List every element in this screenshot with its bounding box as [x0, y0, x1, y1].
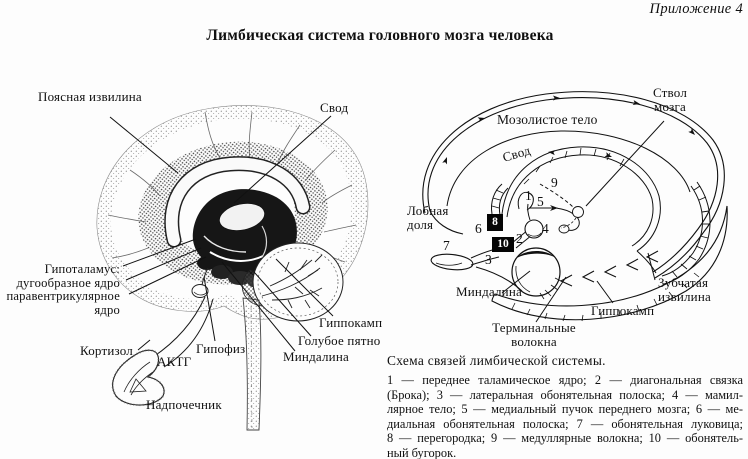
label-amygdala-left: Миндалина — [283, 349, 349, 364]
right-leader-lines — [501, 120, 665, 323]
cerebellum — [252, 242, 344, 322]
left-brain-illustration — [96, 105, 369, 431]
legend-line: (Брока); 3 — латеральная обонятельная по… — [387, 387, 743, 402]
legend-line: 1 — переднее таламическое ядро; 2 — диаг… — [387, 373, 743, 387]
page-title: Лимбическая система головного мозга чело… — [206, 27, 554, 44]
olfactory-bulb — [430, 248, 523, 292]
label-acth: АКТГ — [157, 354, 192, 369]
label-cingulate-gyrus: Поясная извилина — [38, 89, 142, 104]
mamillary-body — [524, 219, 544, 239]
medial-forebrain-bundle — [530, 183, 584, 234]
number-4-mamillary-body: 4 — [542, 221, 549, 236]
right-limbic-schematic — [422, 91, 728, 323]
brainstem-cord — [242, 297, 262, 431]
legend-line: 8 — перегородка; 9 — медуллярные волокна… — [387, 431, 743, 446]
label-locus-coeruleus: Голубое пятно — [298, 333, 381, 348]
fornix-band — [501, 146, 661, 274]
corner-note: Приложение 4 — [649, 1, 743, 17]
septal-structures — [491, 183, 534, 249]
number-5-forebrain-bundle: 5 — [537, 194, 544, 209]
label-hippocampus-right: Гиппокамп — [591, 303, 655, 318]
dentate-band — [661, 181, 711, 285]
left-leader-lines — [109, 115, 334, 352]
legend-line: диальная обонятельная полоска; 7 — обоня… — [387, 416, 743, 431]
legend-line: ный бугорок. — [387, 445, 457, 459]
label-dentate-gyrus: Зубчатая извилина — [658, 275, 711, 304]
number-9-medullary-fibers: 9 — [551, 175, 558, 190]
number-2-diagonal-band: 2 — [516, 231, 523, 246]
number-10-olfactory-tubercle: 10 — [492, 237, 514, 252]
label-hippocampus-left: Гиппокамп — [319, 315, 383, 330]
label-adrenal: Надпочечник — [146, 397, 222, 412]
pituitary-gland — [191, 267, 209, 298]
corpus-callosum-line — [446, 130, 691, 207]
label-terminal-fibers: Терминальные волокна — [492, 320, 576, 349]
label-cortisol: Кортизол — [80, 343, 133, 358]
number-3-lateral-stria: 3 — [485, 252, 492, 267]
label-frontal-lobe: Лобная доля — [407, 203, 449, 232]
number-1-anterior-thalamic: 1 — [525, 188, 532, 203]
amygdala-ball — [511, 247, 564, 300]
legend-title: Схема связей лимбической системы. — [387, 353, 606, 368]
acth-pathway — [152, 296, 214, 368]
label-amygdala-right: Миндалина — [456, 284, 522, 299]
label-fornix-left: Свод — [320, 100, 349, 115]
label-corpus-callosum: Мозолистое тело — [497, 112, 598, 127]
legend-line: лярное тело; 5 — медиальный пучок передн… — [387, 402, 743, 417]
number-8-septum: 8 — [487, 214, 503, 231]
label-brainstem: Ствол мозга — [652, 85, 688, 114]
label-hypothalamus: Гипоталамус: дугообразное ядро паравентр… — [6, 262, 120, 318]
label-pituitary: Гипофиз — [196, 341, 246, 356]
legend-body: 1 — переднее таламическое ядро; 2 — диаг… — [387, 373, 743, 459]
adrenal-gland — [111, 349, 166, 407]
number-6-medial-stria: 6 — [475, 221, 482, 236]
number-7-olfactory-bulb: 7 — [443, 238, 450, 253]
